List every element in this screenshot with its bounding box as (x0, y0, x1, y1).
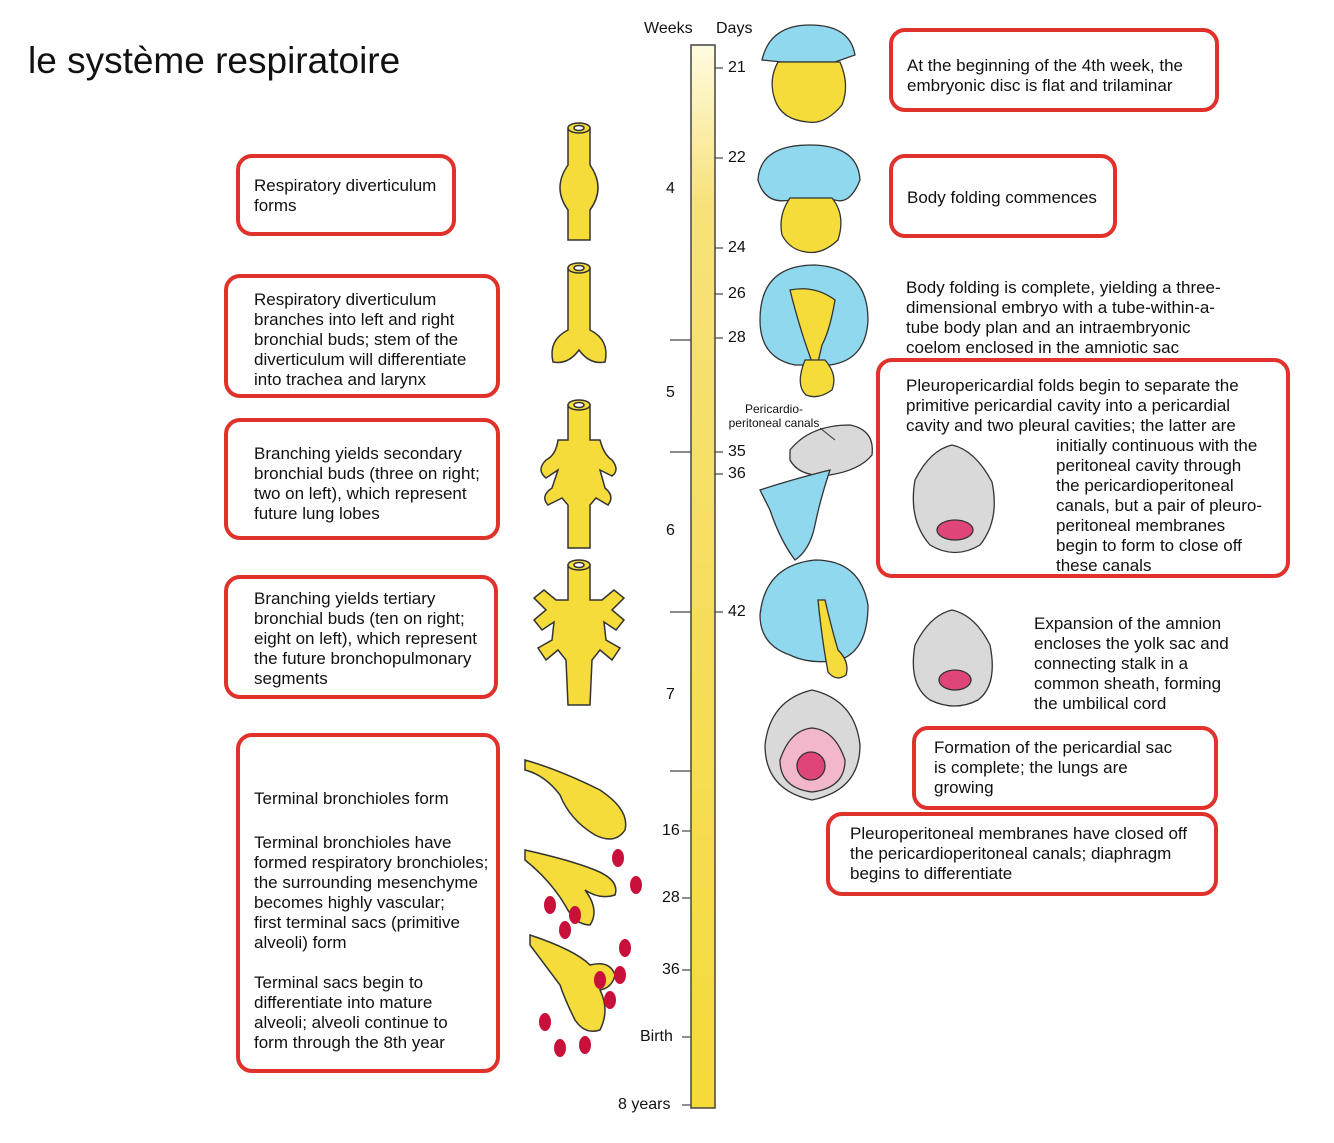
callout-text: Branching yields secondary bronchial bud… (254, 444, 480, 523)
day-label: 35 (728, 443, 746, 460)
week-label: 36 (662, 961, 680, 978)
page-title: le système respiratoire (28, 40, 401, 81)
embryo-canal-slice (789, 424, 873, 477)
day-label: 42 (728, 603, 746, 620)
callout-text: Branching yields tertiary bronchial buds… (254, 589, 478, 688)
callout-text: Pleuroperitoneal membranes have closed o… (850, 824, 1188, 883)
week-ticks (670, 339, 691, 1106)
callout-box: Branching yields tertiary bronchial buds… (224, 575, 498, 699)
respiratory-bronchiole-drawing (524, 849, 617, 926)
terminal-sac-drawing (529, 933, 616, 1032)
section-with-canals (912, 444, 995, 554)
capillaries (539, 849, 642, 1057)
embryo-day42 (759, 559, 869, 663)
days-header: Days (716, 20, 753, 37)
day-label: 24 (728, 239, 746, 256)
embryo-day22-yolk (780, 197, 842, 254)
callout-box: Respiratory diverticulum branches into l… (224, 274, 500, 398)
day-label: 26 (728, 285, 746, 302)
week-label: 6 (666, 522, 675, 539)
canal-label: Pericardio- peritoneal canals (728, 402, 820, 430)
callout-box: At the beginning of the 4th week, the em… (889, 28, 1219, 112)
callout-box: Terminal bronchioles form Terminal bronc… (236, 733, 500, 1073)
day-label: 22 (728, 149, 746, 166)
lung-bud-stage-2 (551, 267, 607, 364)
callout-box: Branching yields secondary bronchial bud… (224, 418, 500, 540)
callout-text: Respiratory diverticulum branches into l… (254, 290, 467, 389)
week-label: 28 (662, 889, 680, 906)
week-label: 7 (666, 686, 675, 703)
callout-text: Body folding commences (907, 188, 1097, 207)
callout-text: Terminal bronchioles have formed respira… (254, 833, 489, 952)
day-label: 28 (728, 329, 746, 346)
embryo-day26-yolk (799, 359, 835, 398)
callout-text: Formation of the pericardial sac is comp… (934, 738, 1173, 797)
section-umbilical (912, 609, 993, 707)
week-label: 8 years (618, 1096, 671, 1113)
lung-bud-stage-1 (559, 127, 599, 241)
day-ticks (715, 67, 723, 613)
callout-box: Pleuroperitoneal membranes have closed o… (826, 812, 1218, 896)
embryo-canal-membrane (759, 469, 831, 561)
week-label: Birth (640, 1028, 673, 1045)
embryo-day21-amnion (761, 24, 856, 63)
weeks-header: Weeks (644, 20, 693, 37)
callout-text: Pleuropericardial folds begin to separat… (906, 376, 1239, 435)
canal-leader-line (819, 427, 836, 441)
embryo-day22-amnion (757, 144, 861, 202)
body-folding-text: Body folding is complete, yielding a thr… (906, 278, 1221, 357)
callout-box: Respiratory diverticulum forms (236, 154, 456, 236)
day-label: 21 (728, 59, 746, 76)
callout-text: At the beginning of the 4th week, the em… (907, 56, 1183, 95)
callout-box: Pleuropericardial folds begin to separat… (876, 358, 1290, 578)
day-label: 36 (728, 465, 746, 482)
week-label: 5 (666, 384, 675, 401)
embryo-day26-gut (789, 288, 836, 363)
week-label: 4 (666, 180, 675, 197)
embryo-day42-stalk (817, 599, 848, 679)
callout-text: initially continuous with the peritoneal… (1056, 436, 1263, 575)
callout-box: Formation of the pericardial sac is comp… (912, 726, 1218, 810)
amnion-text: Expansion of the amnion encloses the yol… (1034, 614, 1229, 713)
lung-bud-stage-3 (540, 404, 617, 549)
callout-text: Terminal bronchioles form (254, 789, 449, 808)
lung-bud-stage-4 (532, 564, 626, 706)
lung-bud-drawings (524, 122, 627, 1032)
callout-box: Body folding commences (889, 154, 1117, 238)
terminal-bronchiole-drawing (524, 759, 627, 840)
callout-text: Respiratory diverticulum forms (254, 176, 437, 215)
callout-text: Terminal sacs begin to differentiate int… (254, 973, 448, 1052)
week-label: 16 (662, 822, 680, 839)
timeline-bar (690, 44, 716, 1109)
embryo-day21-yolk (771, 61, 847, 124)
embryo-drawings (757, 24, 995, 801)
